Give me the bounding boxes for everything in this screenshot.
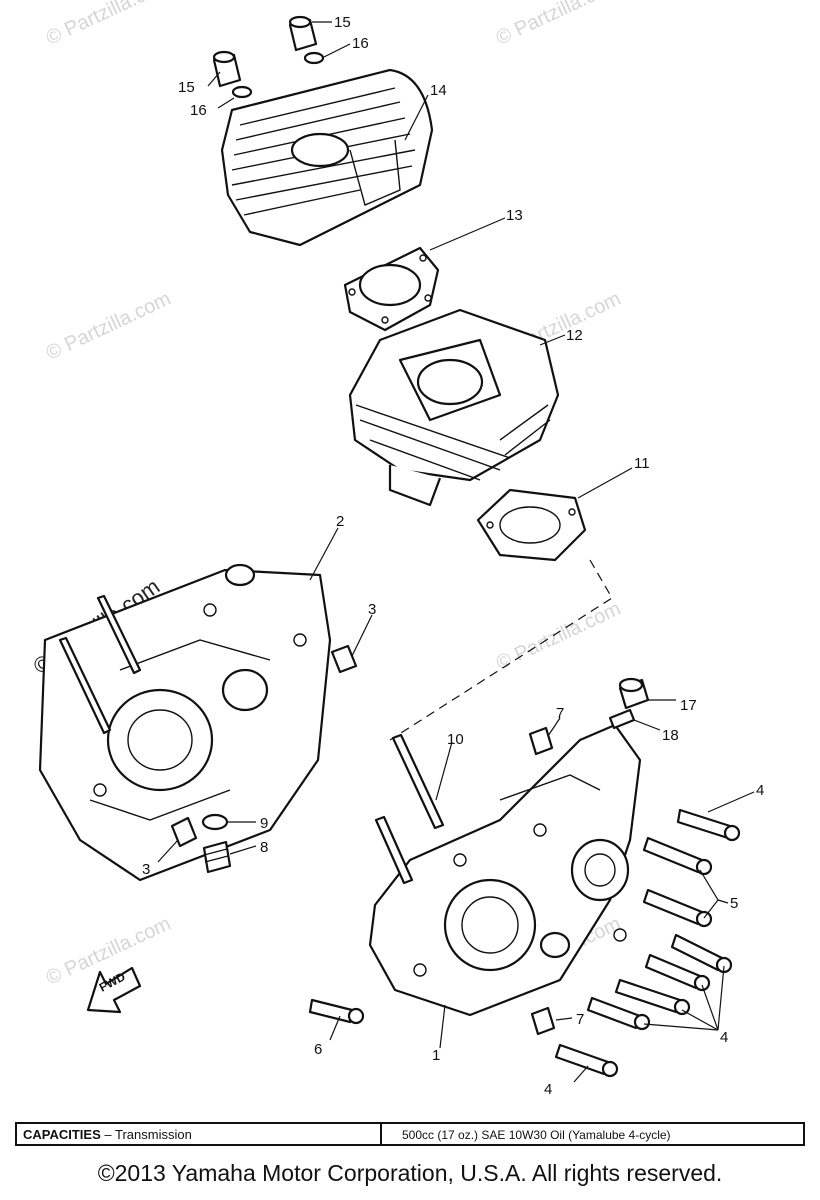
crankcase-left-2	[38, 563, 332, 882]
dowel-pin-3-upper	[330, 644, 358, 674]
callout-14: 14	[430, 82, 447, 99]
bolt-17	[618, 677, 650, 710]
leader-lines	[157, 21, 755, 1083]
fwd-arrow-icon: FWD	[86, 966, 142, 1014]
capacities-label-cell: CAPACITIES – Transmission	[17, 1124, 382, 1144]
stud-left-b	[58, 636, 112, 735]
stud-10-short	[374, 815, 414, 885]
crankcase-right-1	[368, 723, 642, 1017]
dowel-pin-3-lower	[170, 816, 198, 848]
callout-16: 16	[352, 35, 369, 52]
callout-7: 7	[576, 1011, 584, 1028]
callout-12: 12	[566, 327, 583, 344]
callout-6: 6	[314, 1041, 322, 1058]
callout-18: 18	[662, 727, 679, 744]
callout-4: 4	[756, 782, 764, 799]
drain-plug-8	[202, 840, 232, 874]
callout-3: 3	[142, 861, 150, 878]
callout-10: 10	[447, 731, 464, 748]
capacities-label: CAPACITIES	[23, 1127, 101, 1142]
parts-diagram: © Partzilla.com © Partzilla.com © Partzi…	[29, 0, 765, 1098]
callout-4: 4	[544, 1081, 552, 1098]
washer-9	[201, 813, 229, 831]
capacities-sublabel: – Transmission	[104, 1127, 192, 1142]
callout-numbers: 15 16 15 16 14 13 12 11 2 3 17 18 7 10 4…	[142, 14, 764, 1098]
copyright-notice: ©2013 Yamaha Motor Corporation, U.S.A. A…	[97, 1160, 723, 1186]
callout-11: 11	[634, 455, 650, 472]
cylinder-head-14	[220, 68, 434, 247]
cylinder-12	[348, 308, 560, 507]
callout-5: 5	[730, 895, 738, 912]
dowel-pin-7-upper	[528, 726, 554, 756]
stud-left-a	[96, 594, 142, 675]
watermark: © Partzilla.com	[43, 0, 174, 50]
stud-10-long	[391, 733, 445, 830]
cap-nut-15-left	[212, 50, 242, 88]
callout-17: 17	[680, 697, 697, 714]
callout-3: 3	[368, 601, 376, 618]
base-gasket-11	[476, 488, 587, 562]
callout-8: 8	[260, 839, 268, 856]
cap-nut-15-right	[288, 15, 318, 52]
watermark: © Partzilla.com	[43, 288, 174, 365]
bolts-4-5	[554, 808, 741, 1078]
watermark: © Partzilla.com	[493, 598, 624, 675]
washer-16-right	[303, 51, 325, 65]
bolt-6	[308, 998, 365, 1025]
callout-7: 7	[556, 705, 564, 722]
callout-16: 16	[190, 102, 207, 119]
callout-15: 15	[334, 14, 351, 31]
callout-9: 9	[260, 815, 268, 832]
washer-18	[608, 708, 636, 730]
watermark: © Partzilla.com	[493, 0, 624, 50]
capacities-value: 500cc (17 oz.) SAE 10W30 Oil (Yamalube 4…	[402, 1128, 671, 1142]
washer-16-left	[231, 85, 253, 99]
callout-4: 4	[720, 1029, 728, 1046]
head-gasket-13	[343, 246, 440, 332]
callout-15: 15	[178, 79, 195, 96]
callout-1: 1	[432, 1047, 440, 1064]
callout-2: 2	[336, 513, 344, 530]
dowel-pin-7-lower	[530, 1006, 556, 1036]
callout-13: 13	[506, 207, 523, 224]
capacities-table: CAPACITIES – Transmission 500cc (17 oz.)…	[15, 1122, 805, 1146]
